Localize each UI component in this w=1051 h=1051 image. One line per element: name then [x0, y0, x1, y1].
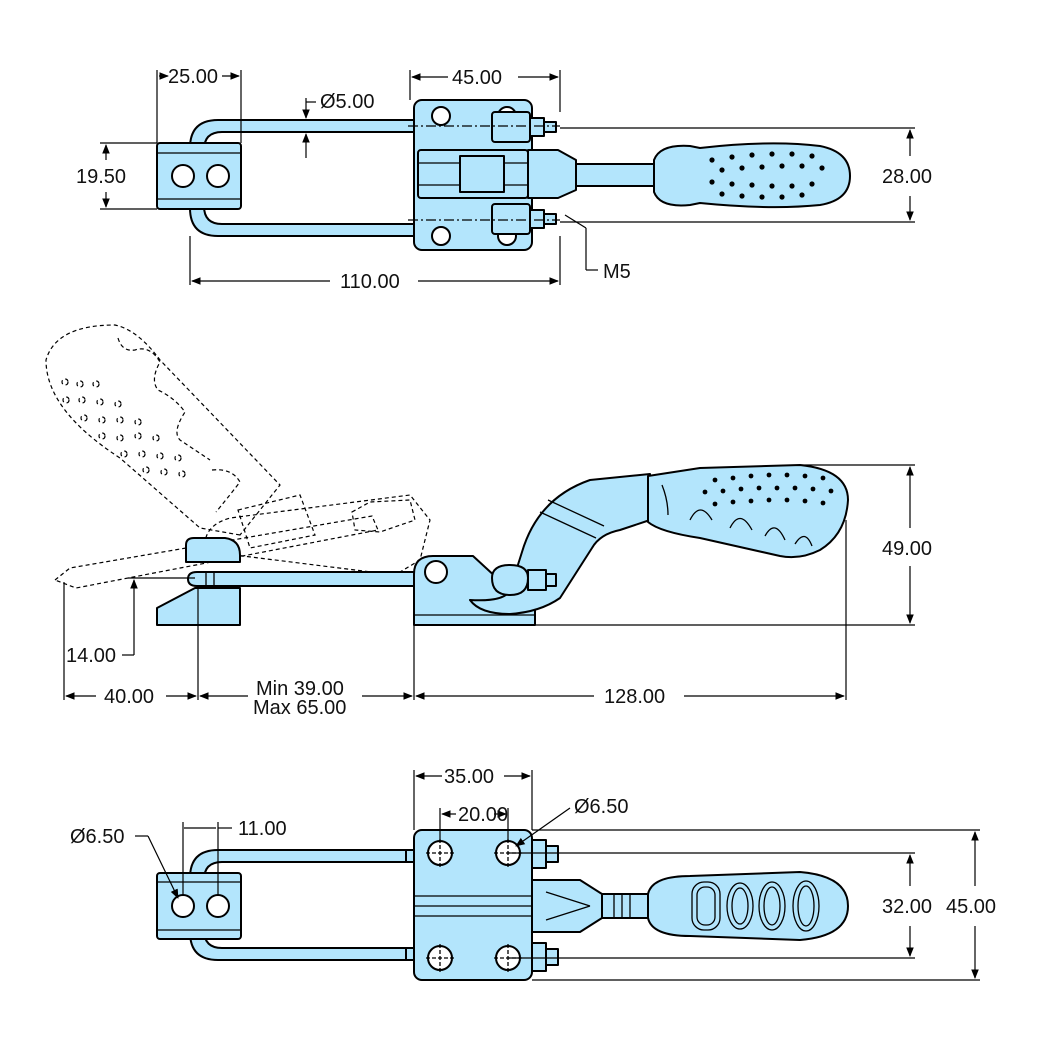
- dim-base-hole: Ø6.50: [574, 796, 628, 818]
- dim-hole-spacing: 20.00: [458, 804, 508, 826]
- side-view: 49.00 14.00 40.00 Min 39.00 Max 65.00 12…: [45, 324, 932, 719]
- dim-base-length: 35.00: [444, 766, 494, 788]
- dim-overall-length: 110.00: [340, 271, 400, 293]
- bottom-view: 35.00 20.00 Ø6.50 11.00 Ø6.50 32.00 45.0…: [70, 766, 996, 981]
- top-bolt-lower: [491, 203, 531, 235]
- side-rod: [187, 571, 421, 587]
- dim-bar-width: 25.00: [168, 66, 218, 88]
- top-keeper-hole-right: [206, 164, 230, 188]
- dim-hole-pitch: 32.00: [882, 896, 932, 918]
- top-handle-grip: [653, 142, 851, 209]
- dim-thread: M5: [603, 261, 631, 283]
- dim-base-width: 45.00: [452, 67, 502, 89]
- dim-keeper-spacing: 11.00: [238, 818, 287, 840]
- dim-stroke-max: Max 65.00: [253, 697, 346, 719]
- bottom-mount-holes: [426, 839, 522, 972]
- side-handle-grip: [647, 464, 849, 559]
- side-open-position-outline: [45, 324, 431, 589]
- top-keeper-block: [156, 142, 242, 210]
- top-bolt-upper: [491, 111, 531, 143]
- dim-rod-diameter: Ø5.00: [320, 91, 374, 113]
- dim-hook-offset: 40.00: [104, 686, 154, 708]
- dim-overall-width: 28.00: [882, 166, 932, 188]
- dim-hook-height: 14.00: [66, 645, 116, 667]
- dim-block-height: 19.50: [76, 166, 126, 188]
- bottom-keeper-hole-right: [206, 894, 230, 918]
- bottom-keeper-hole-left: [171, 894, 195, 918]
- dim-handle-length: 128.00: [604, 686, 665, 708]
- side-open-grip-dots: [61, 378, 186, 478]
- dim-keeper-hole: Ø6.50: [70, 826, 124, 848]
- dim-handle-height: 49.00: [882, 538, 932, 560]
- top-grip-dots: [709, 151, 825, 200]
- side-grip-dots: [702, 472, 834, 507]
- dim-base-width: 45.00: [946, 896, 996, 918]
- dim-stroke-min: Min 39.00: [256, 678, 344, 700]
- top-keeper-hole-left: [171, 164, 195, 188]
- top-view: 25.00 45.00 Ø5.00 19.50 28.00 110.00 M5: [76, 66, 932, 293]
